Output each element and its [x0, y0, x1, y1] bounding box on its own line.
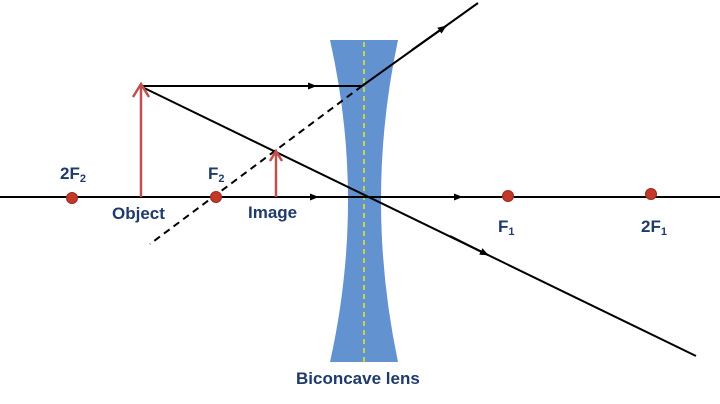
- label-lens: Biconcave lens: [296, 369, 420, 388]
- object-arrow-head: [131, 81, 151, 98]
- label-image: Image: [248, 203, 298, 222]
- point-f1: [502, 190, 514, 202]
- label-2f1: 2F1: [641, 217, 667, 238]
- refracted-ray-diverging-arrow: [411, 25, 447, 51]
- central-ray: [139, 85, 697, 357]
- label-f2: F2: [208, 164, 225, 185]
- point-2f2: [66, 192, 78, 204]
- label-object: Object: [112, 204, 165, 223]
- image-arrow-head: [268, 148, 284, 162]
- label-2f2: 2F2: [60, 164, 86, 185]
- central-ray-arrow: [449, 235, 489, 256]
- label-f1: F1: [498, 217, 515, 238]
- point-f2: [210, 191, 222, 203]
- lens-body: [330, 40, 398, 362]
- point-2f1: [645, 188, 657, 200]
- virtual-ray-extension: [149, 85, 363, 245]
